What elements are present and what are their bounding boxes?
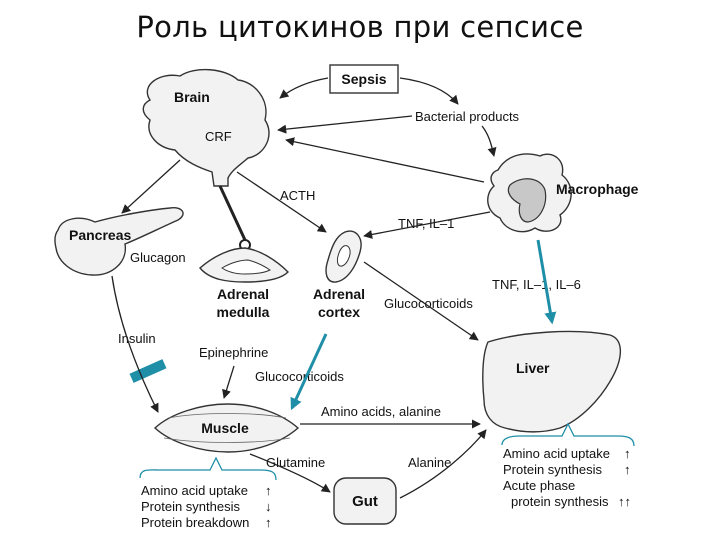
glucocorticoids-right-label: Glucocorticoids <box>384 296 473 311</box>
line-brain-to-adrenal-medulla <box>218 185 247 241</box>
brain-shape <box>142 68 270 187</box>
glucocorticoids-mid-label: Glucocorticoids <box>255 369 344 384</box>
connector-arrows <box>111 77 497 499</box>
liver-effect-4: protein synthesis <box>511 494 609 509</box>
muscle-effect-1: Amino acid uptake <box>141 483 248 498</box>
insulin-block-bar <box>129 359 167 383</box>
liver-label: Liver <box>516 360 550 376</box>
insulin-label: Insulin <box>118 331 156 346</box>
muscle-effect-2-arrow: ↓ <box>265 499 272 514</box>
arrow-brain-to-pancreas <box>121 159 181 214</box>
adrenal-medulla-line1: Adrenal <box>217 286 269 302</box>
liver-effect-2: Protein synthesis <box>503 462 602 477</box>
muscle-effect-2: Protein synthesis <box>141 499 240 514</box>
liver-shape <box>482 330 622 433</box>
bacterial-products-label: Bacterial products <box>415 109 520 124</box>
arrow-cytokines-to-liver <box>536 239 557 325</box>
liver-effect-4-arrow: ↑↑ <box>618 494 631 509</box>
muscle-effects-brace <box>139 456 277 481</box>
glucagon-label: Glucagon <box>130 250 186 265</box>
liver-effect-3: Acute phase <box>503 478 575 493</box>
adrenal-cortex-line2: cortex <box>318 304 360 320</box>
muscle-effect-3-arrow: ↑ <box>265 515 272 530</box>
arrow-epinephrine-to-muscle <box>222 365 235 399</box>
gut-shape <box>333 477 397 525</box>
glutamine-label: Glutamine <box>266 455 325 470</box>
crf-label: CRF <box>205 129 232 144</box>
pancreas-shape <box>54 206 184 276</box>
liver-effects-brace <box>501 422 635 447</box>
arrow-sepsis-to-bacterial <box>399 77 459 105</box>
amino-acids-alanine-label: Amino acids, alanine <box>321 404 441 419</box>
sepsis-label: Sepsis <box>341 71 386 87</box>
muscle-effect-1-arrow: ↑ <box>265 483 272 498</box>
pancreas-label: Pancreas <box>69 227 131 243</box>
muscle-shape <box>153 403 300 453</box>
arrow-sepsis-to-brain <box>279 77 329 99</box>
liver-effect-1-arrow: ↑ <box>624 446 631 461</box>
adrenal-cortex-inner <box>337 245 351 267</box>
arrow-pancreas-to-muscle <box>111 275 159 413</box>
tnf-il1-il6-label: TNF, IL–1, IL–6 <box>492 277 581 292</box>
liver-effect-1: Amino acid uptake <box>503 446 610 461</box>
slide-title: Роль цитокинов при сепсисе <box>136 10 584 44</box>
epinephrine-label: Epinephrine <box>199 345 268 360</box>
muscle-effects-list: Amino acid uptake ↑ Protein synthesis ↓ … <box>141 483 272 530</box>
muscle-effect-3: Protein breakdown <box>141 515 249 530</box>
adrenal-cortex-line1: Adrenal <box>313 286 365 302</box>
arrow-macrophage-to-brain <box>285 137 485 183</box>
arrow-bacterial-to-brain <box>277 115 413 134</box>
arrow-adrenal-cortex-to-liver <box>363 261 479 341</box>
adrenal-medulla-line2: medulla <box>217 304 270 320</box>
macrophage-label: Macrophage <box>556 181 639 197</box>
arrow-macrophage-to-adrenal-cortex <box>363 211 491 239</box>
alanine-label: Alanine <box>408 455 451 470</box>
brain-label: Brain <box>174 89 210 105</box>
macrophage-nucleus <box>507 178 547 223</box>
sepsis-box <box>329 64 399 94</box>
arrow-brain-to-adrenal-cortex <box>236 171 327 233</box>
liver-effects-list: Amino acid uptake ↑ Protein synthesis ↑ … <box>503 446 631 509</box>
arrow-bacterial-to-macrophage <box>481 125 497 157</box>
arrow-muscle-to-gut <box>249 453 331 493</box>
adrenal-medulla-inner <box>221 259 271 275</box>
liver-effect-2-arrow: ↑ <box>624 462 631 477</box>
arrow-glucocorticoids-to-muscle <box>290 333 328 411</box>
acth-label: ACTH <box>280 188 315 203</box>
arrow-gut-to-liver <box>399 429 487 499</box>
gut-label: Gut <box>352 493 378 510</box>
muscle-label: Muscle <box>201 420 249 436</box>
muscle-striations <box>163 413 291 443</box>
